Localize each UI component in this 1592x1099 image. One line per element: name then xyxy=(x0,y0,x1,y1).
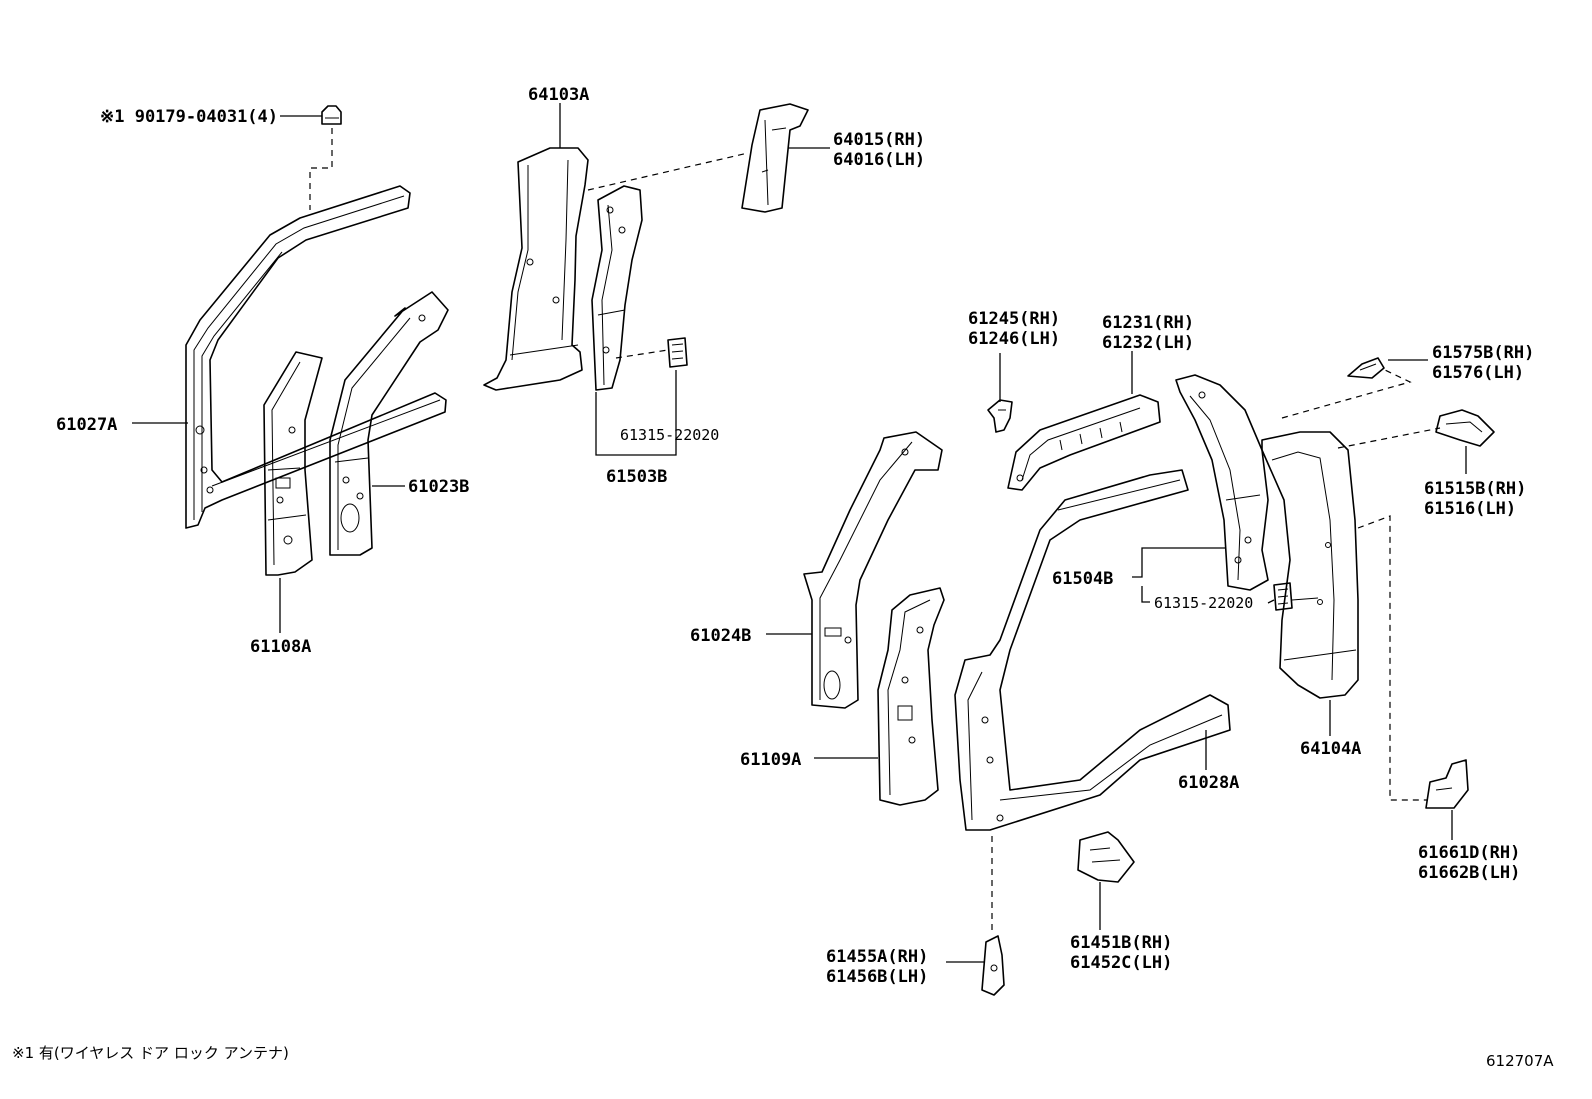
label-61315-22020-a: 61315-22020 xyxy=(620,426,719,444)
part-64104a xyxy=(1261,369,1441,801)
label-61456b-lh: 61456B(LH) xyxy=(826,967,928,987)
label-61246-lh: 61246(LH) xyxy=(968,329,1060,349)
part-61027a xyxy=(185,185,447,529)
part-61315-plate-b xyxy=(1273,582,1293,611)
label-61503b: 61503B xyxy=(606,467,667,487)
label-64104a: 64104A xyxy=(1300,739,1361,759)
part-64103a xyxy=(483,147,589,391)
label-61108a: 61108A xyxy=(250,637,311,657)
part-61515b xyxy=(1435,409,1495,447)
label-64103a: 64103A xyxy=(528,85,589,105)
part-61024b xyxy=(803,431,943,709)
part-61231 xyxy=(1007,394,1161,491)
part-labels: ※1 90179-04031(4) 64103A 64015(RH) 64016… xyxy=(56,85,1534,987)
part-61109a xyxy=(877,587,945,806)
part-61503b xyxy=(587,152,749,391)
label-61315-22020-b: 61315-22020 xyxy=(1154,594,1253,612)
label-61452c-lh: 61452C(LH) xyxy=(1070,953,1172,973)
part-61028a xyxy=(954,469,1231,935)
part-61315-plate-a xyxy=(615,337,688,368)
label-61576-lh: 61576(LH) xyxy=(1432,363,1524,383)
label-61516-lh: 61516(LH) xyxy=(1424,499,1516,519)
part-61023b xyxy=(329,291,449,556)
part-61455a xyxy=(981,935,1005,996)
label-61232-lh: 61232(LH) xyxy=(1102,333,1194,353)
label-61109a: 61109A xyxy=(740,750,801,770)
label-61515b-rh: 61515B(RH) xyxy=(1424,479,1526,499)
label-64016-lh: 64016(LH) xyxy=(833,150,925,170)
figure-id: 612707A xyxy=(1486,1052,1554,1070)
label-61451b-rh: 61451B(RH) xyxy=(1070,933,1172,953)
label-61662b-lh: 61662B(LH) xyxy=(1418,863,1520,883)
part-61661d xyxy=(1425,759,1469,809)
label-61504b: 61504B xyxy=(1052,569,1113,589)
footnote: ※1 有(ワイヤレス ドア ロック アンテナ) xyxy=(12,1044,289,1062)
label-61028a: 61028A xyxy=(1178,773,1239,793)
label-61027a: 61027A xyxy=(56,415,117,435)
leader-lines xyxy=(132,103,1467,963)
label-61575b-rh: 61575B(RH) xyxy=(1432,343,1534,363)
part-61575b xyxy=(1347,357,1385,379)
label-61023b: 61023B xyxy=(408,477,469,497)
label-61231-rh: 61231(RH) xyxy=(1102,313,1194,333)
label-61661d-rh: 61661D(RH) xyxy=(1418,843,1520,863)
part-64015 xyxy=(741,103,809,213)
part-61108a xyxy=(263,351,323,576)
part-61451b xyxy=(1077,831,1135,883)
label-61455a-rh: 61455A(RH) xyxy=(826,947,928,967)
label-61245-rh: 61245(RH) xyxy=(968,309,1060,329)
part-61504b xyxy=(1175,374,1269,591)
label-64015-rh: 64015(RH) xyxy=(833,130,925,150)
part-nut-90179 xyxy=(309,105,342,210)
label-90179-04031: ※1 90179-04031(4) xyxy=(100,107,278,127)
label-61024b: 61024B xyxy=(690,626,751,646)
part-61245 xyxy=(987,399,1013,433)
